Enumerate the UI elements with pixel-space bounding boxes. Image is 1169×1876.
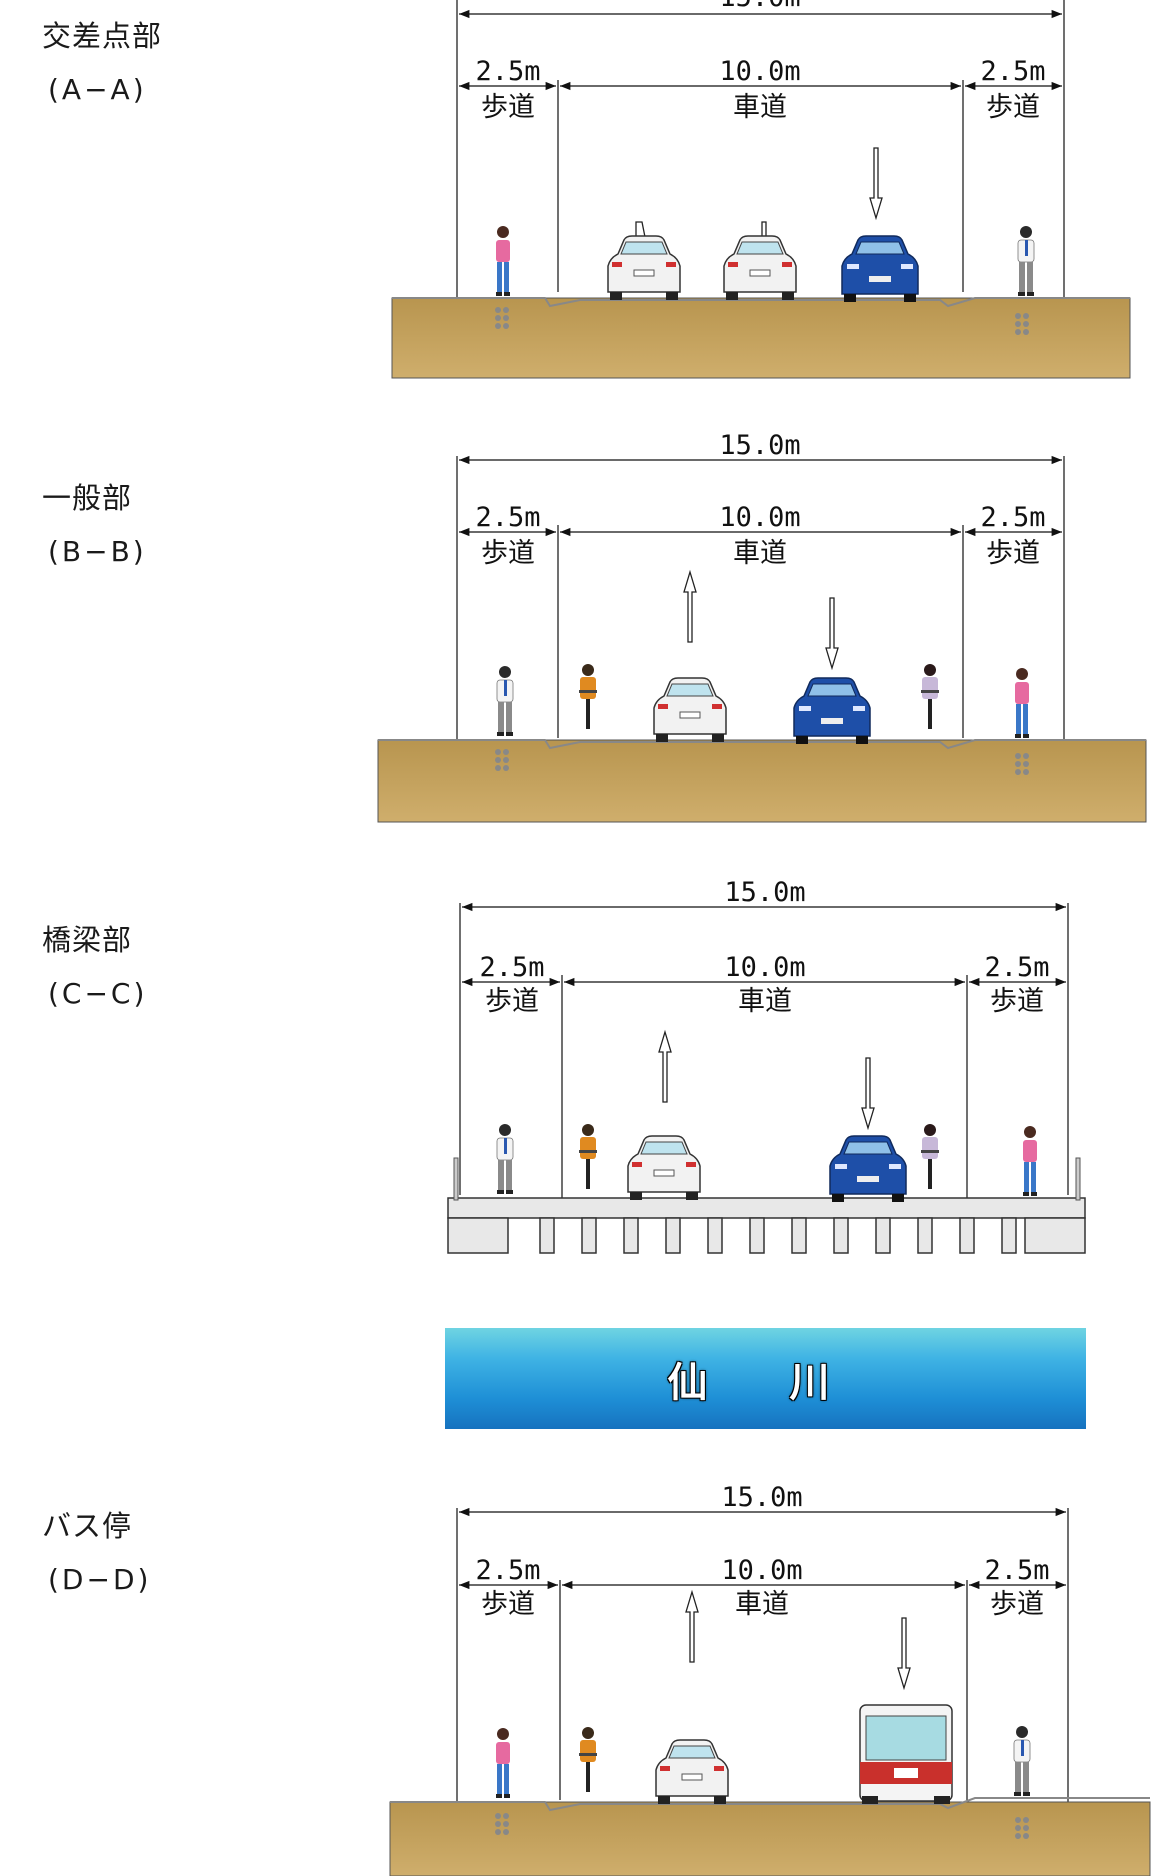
section-b-right-label: 歩道 bbox=[986, 538, 1040, 569]
section-b-pedestrian-2 bbox=[1015, 668, 1029, 738]
section-a-center-width: 10.0m bbox=[719, 56, 800, 87]
section-b-pedestrian-1 bbox=[496, 665, 514, 737]
section-b-arrow-up bbox=[683, 571, 697, 643]
section-c-subtitle: (C−C) bbox=[48, 977, 148, 1010]
section-d-arrow-down bbox=[897, 1617, 911, 1689]
section-c-arrow-up bbox=[658, 1031, 672, 1103]
section-d-pedestrian-1 bbox=[496, 1728, 510, 1798]
section-a-right-width: 2.5m bbox=[980, 56, 1045, 87]
section-d-cyclist-1 bbox=[579, 1727, 597, 1792]
section-a-left-label: 歩道 bbox=[481, 92, 535, 123]
section-d-title: バス停 bbox=[42, 1509, 133, 1543]
section-c-left-width: 2.5m bbox=[479, 952, 544, 983]
section-b-left-label: 歩道 bbox=[481, 538, 535, 569]
section-d-center-label: 車道 bbox=[735, 1589, 789, 1620]
section-d-pedestrian-2 bbox=[1013, 1725, 1031, 1797]
section-d-center-width: 10.0m bbox=[721, 1555, 802, 1586]
section-b-car-2 bbox=[793, 677, 871, 745]
section-b-cyclist-1 bbox=[579, 664, 597, 729]
section-a-ground bbox=[391, 297, 1131, 379]
section-a-car-3 bbox=[841, 235, 919, 303]
section-d-left-label: 歩道 bbox=[481, 1589, 535, 1620]
section-b-title: 一般部 bbox=[42, 481, 133, 515]
section-d-left-width: 2.5m bbox=[475, 1555, 540, 1586]
river-label: 仙 川 bbox=[667, 1360, 864, 1406]
section-c-bridge-deck bbox=[447, 1197, 1086, 1254]
section-c-center-width: 10.0m bbox=[724, 952, 805, 983]
section-c-left-label: 歩道 bbox=[485, 986, 539, 1017]
section-a-car-2 bbox=[723, 235, 797, 301]
section-c-center-label: 車道 bbox=[738, 986, 792, 1017]
section-c-cyclist-2 bbox=[921, 1124, 939, 1189]
section-c-pedestrian-1 bbox=[496, 1123, 514, 1195]
section-c-car-2 bbox=[829, 1135, 907, 1203]
section-a-drawing: 15.0m 2.5m 歩道 10.0m 車道 2.5m 歩道 bbox=[391, 0, 1131, 379]
section-c-right-label: 歩道 bbox=[990, 986, 1044, 1017]
section-d-car-1 bbox=[655, 1739, 729, 1805]
section-c-pedestrian-2 bbox=[1023, 1126, 1037, 1196]
section-c-title: 橋梁部 bbox=[42, 923, 133, 957]
section-a-subtitle: (A−A) bbox=[48, 73, 147, 106]
section-a-arrow-3 bbox=[869, 147, 883, 219]
section-a-pedestrian-2 bbox=[1017, 225, 1035, 297]
section-d-right-width: 2.5m bbox=[984, 1555, 1049, 1586]
section-a-left-width: 2.5m bbox=[475, 56, 540, 87]
section-b-center-label: 車道 bbox=[733, 538, 787, 569]
section-a-total-width: 15.0m bbox=[719, 0, 800, 13]
section-d-right-label: 歩道 bbox=[990, 1589, 1044, 1620]
section-b-left-width: 2.5m bbox=[475, 502, 540, 533]
section-b-cyclist-2 bbox=[921, 664, 939, 729]
section-b-total-width: 15.0m bbox=[719, 430, 800, 461]
section-c-arrow-down bbox=[861, 1057, 875, 1129]
section-d-drawing: 15.0m 2.5m 歩道 10.0m 車道 2.5m 歩道 bbox=[389, 1482, 1151, 1876]
section-d-total-width: 15.0m bbox=[721, 1482, 802, 1513]
section-b-arrow-down bbox=[825, 597, 839, 669]
section-a-title: 交差点部 bbox=[42, 19, 163, 53]
section-d-ground bbox=[389, 1801, 1151, 1876]
section-b-center-width: 10.0m bbox=[719, 502, 800, 533]
section-c-total-width: 15.0m bbox=[724, 877, 805, 908]
river-band: 仙 川 bbox=[445, 1328, 1086, 1429]
section-d-arrow-up bbox=[685, 1591, 699, 1663]
section-b-right-width: 2.5m bbox=[980, 502, 1045, 533]
section-b-ground bbox=[377, 739, 1147, 823]
section-c-cyclist-1 bbox=[579, 1124, 597, 1189]
section-d-bus bbox=[859, 1704, 953, 1804]
section-b-drawing: 15.0m 2.5m 歩道 10.0m 車道 2.5m 歩道 bbox=[377, 430, 1147, 823]
section-c-drawing: 15.0m 2.5m 歩道 10.0m 車道 2.5m 歩道 bbox=[447, 877, 1086, 1254]
section-c-right-width: 2.5m bbox=[984, 952, 1049, 983]
section-a-pedestrian-1 bbox=[496, 226, 510, 296]
section-b-subtitle: (B−B) bbox=[48, 535, 147, 568]
section-c-car-1 bbox=[627, 1135, 701, 1201]
section-b-car-1 bbox=[653, 677, 727, 743]
section-a-car-1 bbox=[607, 235, 681, 301]
section-d-subtitle: (D−D) bbox=[48, 1563, 152, 1596]
section-a-center-label: 車道 bbox=[733, 92, 787, 123]
section-a-right-label: 歩道 bbox=[986, 92, 1040, 123]
